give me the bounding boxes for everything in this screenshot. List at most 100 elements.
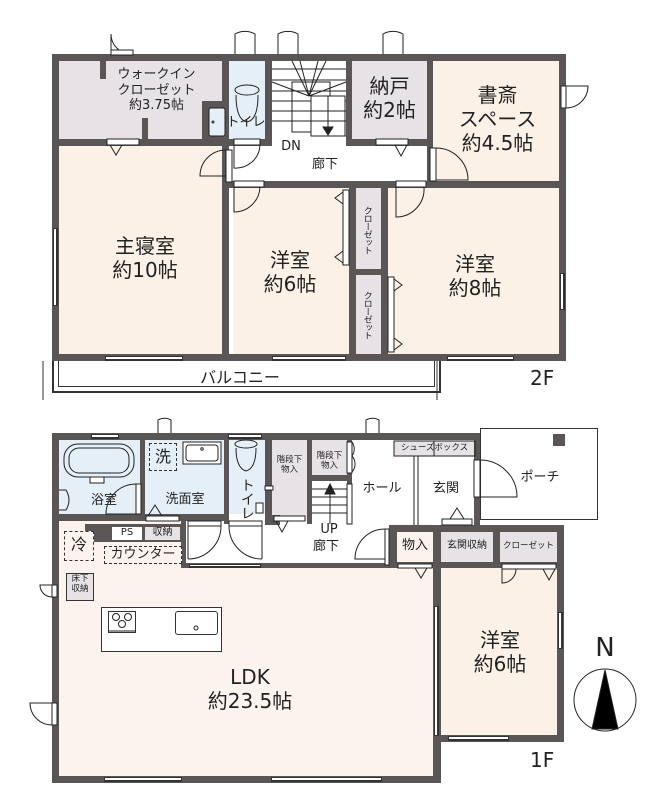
closet-1f-label: クローゼット [502, 541, 554, 551]
wall [427, 61, 433, 188]
wall [389, 562, 564, 568]
washer-label: 洗 [154, 447, 171, 466]
storage-1f-label: 物入 [401, 538, 428, 553]
wall [381, 188, 388, 354]
balcony-label: バルコニー [200, 368, 280, 387]
wall [265, 61, 272, 146]
wall [224, 440, 229, 524]
sink-icon [175, 611, 218, 635]
window [271, 777, 382, 782]
wall [346, 61, 352, 146]
western-room-6-1f-label: 洋室 約6帖 [473, 628, 527, 676]
underfloor-storage-box [66, 573, 94, 601]
wall [349, 188, 356, 354]
washer-space [149, 443, 177, 471]
floor-2-label: 2F [530, 366, 555, 390]
wall [433, 525, 441, 568]
study-space-label: 書斎 スペース 約4.5帖 [458, 83, 537, 155]
wall [52, 433, 480, 440]
entrance-label: 玄関 [432, 481, 459, 496]
wall [347, 440, 352, 524]
window [189, 564, 261, 568]
western-room-6-2f-label: 洋室 約6帖 [263, 248, 317, 296]
stairs-up-label: UP [320, 522, 338, 537]
window [448, 736, 509, 741]
storage-nando-label: 納戸 約2帖 [363, 74, 416, 122]
closet-a-room [356, 188, 381, 269]
under-stair-storage-a-room [272, 440, 307, 522]
ps-box [112, 527, 142, 540]
entrance-storage-label: 玄関収納 [447, 540, 487, 551]
closet-b-label: クローゼット [361, 291, 372, 339]
window [228, 434, 262, 439]
wall [265, 440, 272, 524]
counter-space [104, 546, 182, 564]
wall [140, 440, 145, 514]
western-room-8-2f-label: 洋室 約8帖 [448, 252, 502, 300]
wall [52, 54, 59, 361]
fridge-space [64, 531, 94, 561]
hallway-2f-label: 廊下 [311, 157, 338, 172]
window [272, 356, 346, 361]
wall [222, 146, 229, 354]
counter-label: カウンター [110, 547, 176, 562]
shuno-label: 収納 [152, 527, 173, 538]
toilet-2f-label: トイレ [226, 115, 266, 130]
compass-north-label: N [595, 633, 615, 663]
walkin-closet-label: ウォークイン クローゼット 約3.75帖 [117, 67, 196, 114]
porch-label: ポーチ [520, 470, 560, 485]
master-bedroom-label: 主寝室 約10帖 [112, 234, 178, 282]
wic-notch-fill [202, 61, 222, 101]
western-room-8-2f [388, 188, 559, 354]
hall-label: ホール [362, 481, 402, 496]
stairs-dn-label: DN [281, 139, 301, 154]
closet-1f-room [500, 532, 557, 562]
window [560, 273, 565, 310]
wall [265, 515, 280, 525]
window [447, 356, 514, 361]
wall [493, 525, 500, 568]
toilet-1f-label: トイレ [238, 478, 255, 520]
porch-pillar [553, 434, 565, 446]
bathroom-label: 浴室 [90, 493, 117, 508]
window [91, 434, 119, 439]
under-stair-storage-b-room [312, 440, 347, 475]
wall [181, 563, 389, 568]
wall [312, 475, 347, 481]
shuno-box [145, 527, 180, 540]
balcony [52, 361, 441, 393]
study-space-room [433, 61, 559, 181]
floor-1-label: 1F [530, 748, 555, 772]
walkin-closet-room [59, 61, 222, 139]
entrance-storage-room [441, 532, 493, 562]
wall [142, 118, 148, 139]
wall [59, 139, 229, 146]
entrance-room [418, 456, 474, 525]
wall [389, 525, 397, 568]
wall [52, 776, 441, 783]
ps-label: PS [120, 527, 134, 538]
window [104, 777, 182, 782]
window [434, 606, 439, 736]
wall [229, 181, 559, 188]
washroom-label: 洗面室 [165, 492, 205, 507]
stove-icon [108, 611, 136, 633]
toilet-1f-room [229, 440, 265, 514]
window [53, 228, 58, 306]
western-room-6-2f [233, 188, 349, 354]
ldk-label: LDK 約23.5帖 [207, 665, 293, 713]
underfloor-storage-label: 床下 収納 [71, 574, 89, 595]
porch-room [480, 428, 598, 520]
wall [559, 54, 566, 361]
under-stair-storage-b-label: 階段下 物入 [316, 451, 343, 472]
fridge-label: 冷 [70, 535, 87, 554]
storage-nando-room [352, 61, 427, 139]
wall [389, 525, 564, 532]
western-room-6-1f [441, 568, 557, 735]
wall [222, 61, 229, 146]
under-stair-storage-a-label: 階段下 物入 [276, 455, 303, 476]
hallway-1f-label: 廊下 [312, 539, 339, 554]
floor-2-fixtures [42, 30, 589, 400]
floor-2-plan: バルコニー ウォークイン クローゼット 約3.75帖 トイレ DN 納戸 約2帖… [0, 0, 668, 400]
